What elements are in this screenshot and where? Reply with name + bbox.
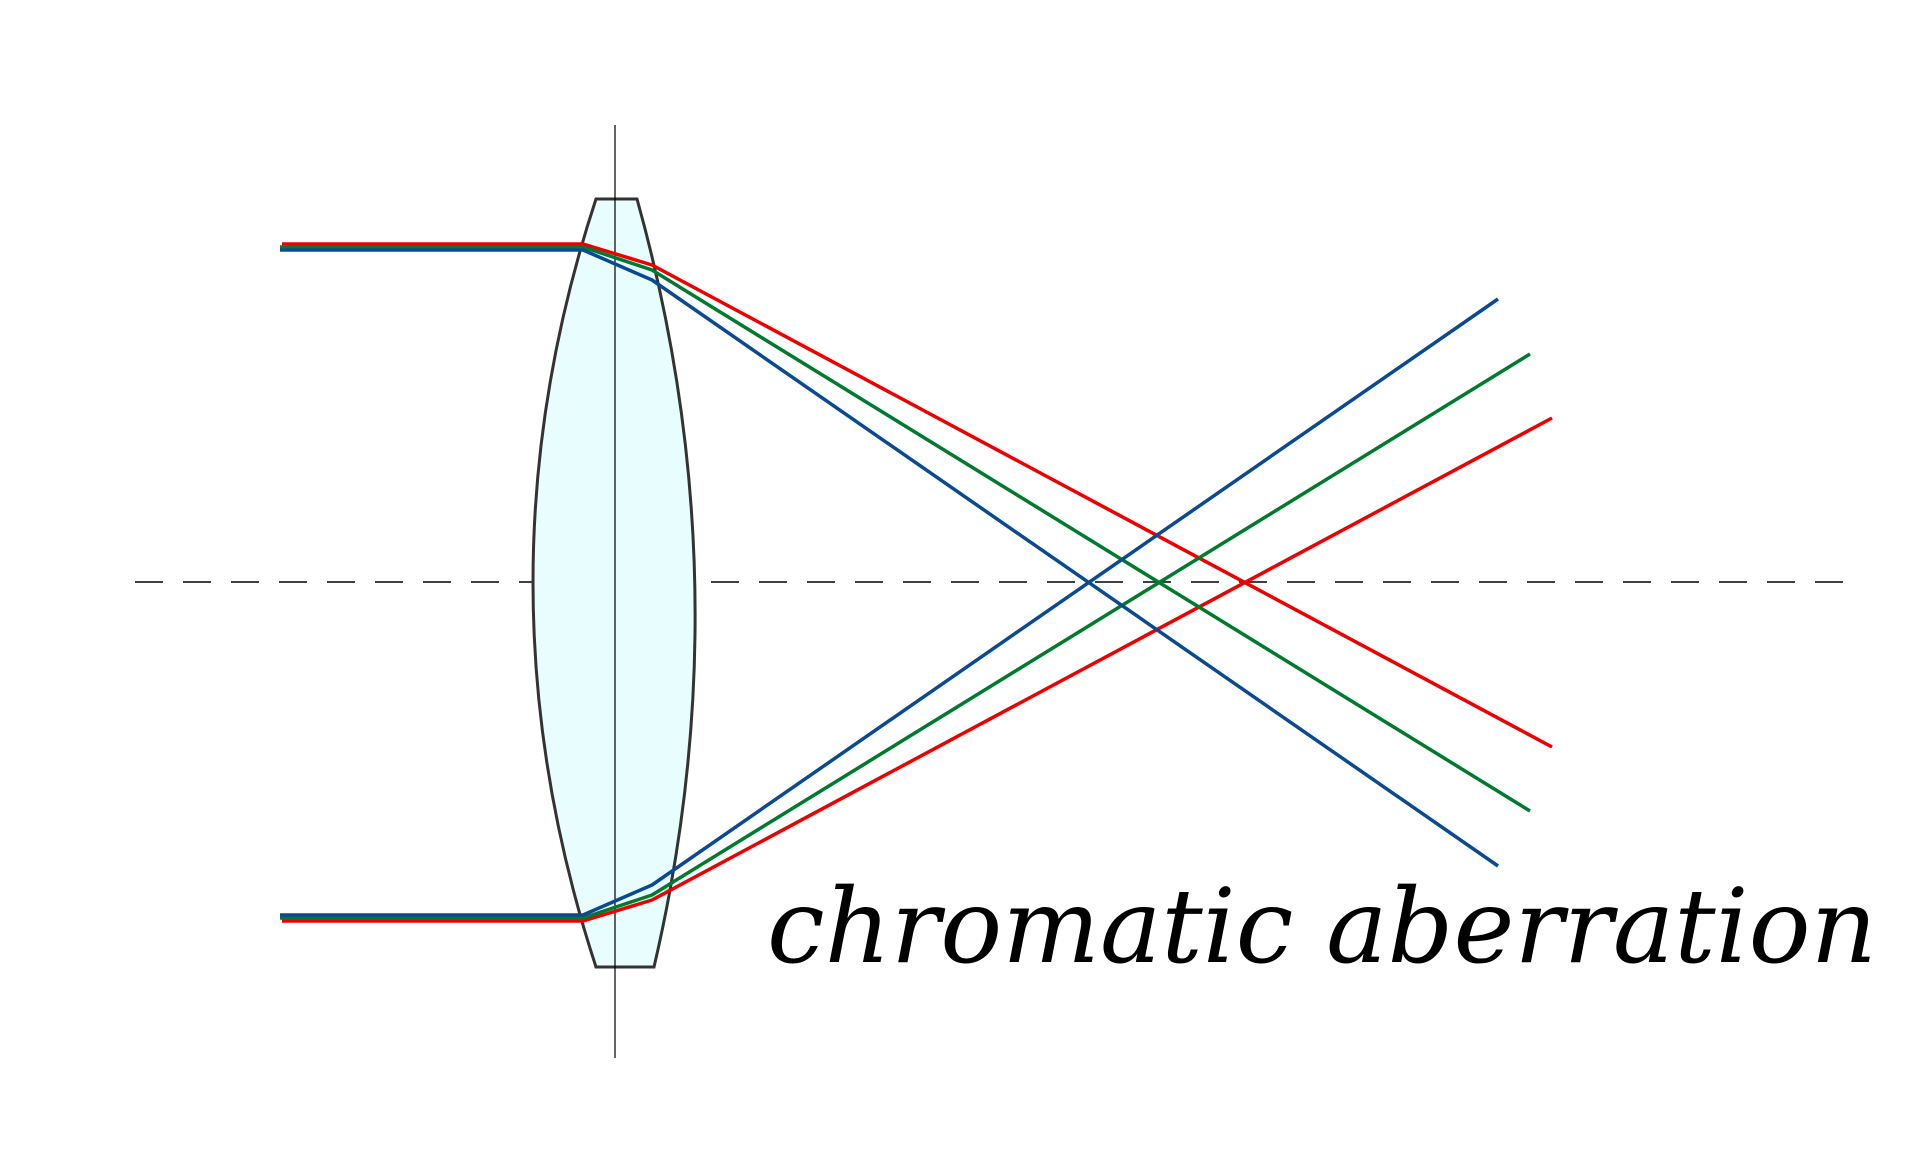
biconvex-lens [531, 197, 697, 969]
diagram-caption: chromatic aberration [767, 867, 1877, 987]
red-ray-bottom [282, 416, 1553, 923]
ray-group [280, 242, 1553, 923]
red-ray-top [282, 242, 1553, 749]
blue-ray-bottom [280, 297, 1499, 917]
blue-ray-top [280, 248, 1499, 868]
green-ray-top [280, 245, 1531, 813]
green-ray-bottom [280, 352, 1531, 920]
